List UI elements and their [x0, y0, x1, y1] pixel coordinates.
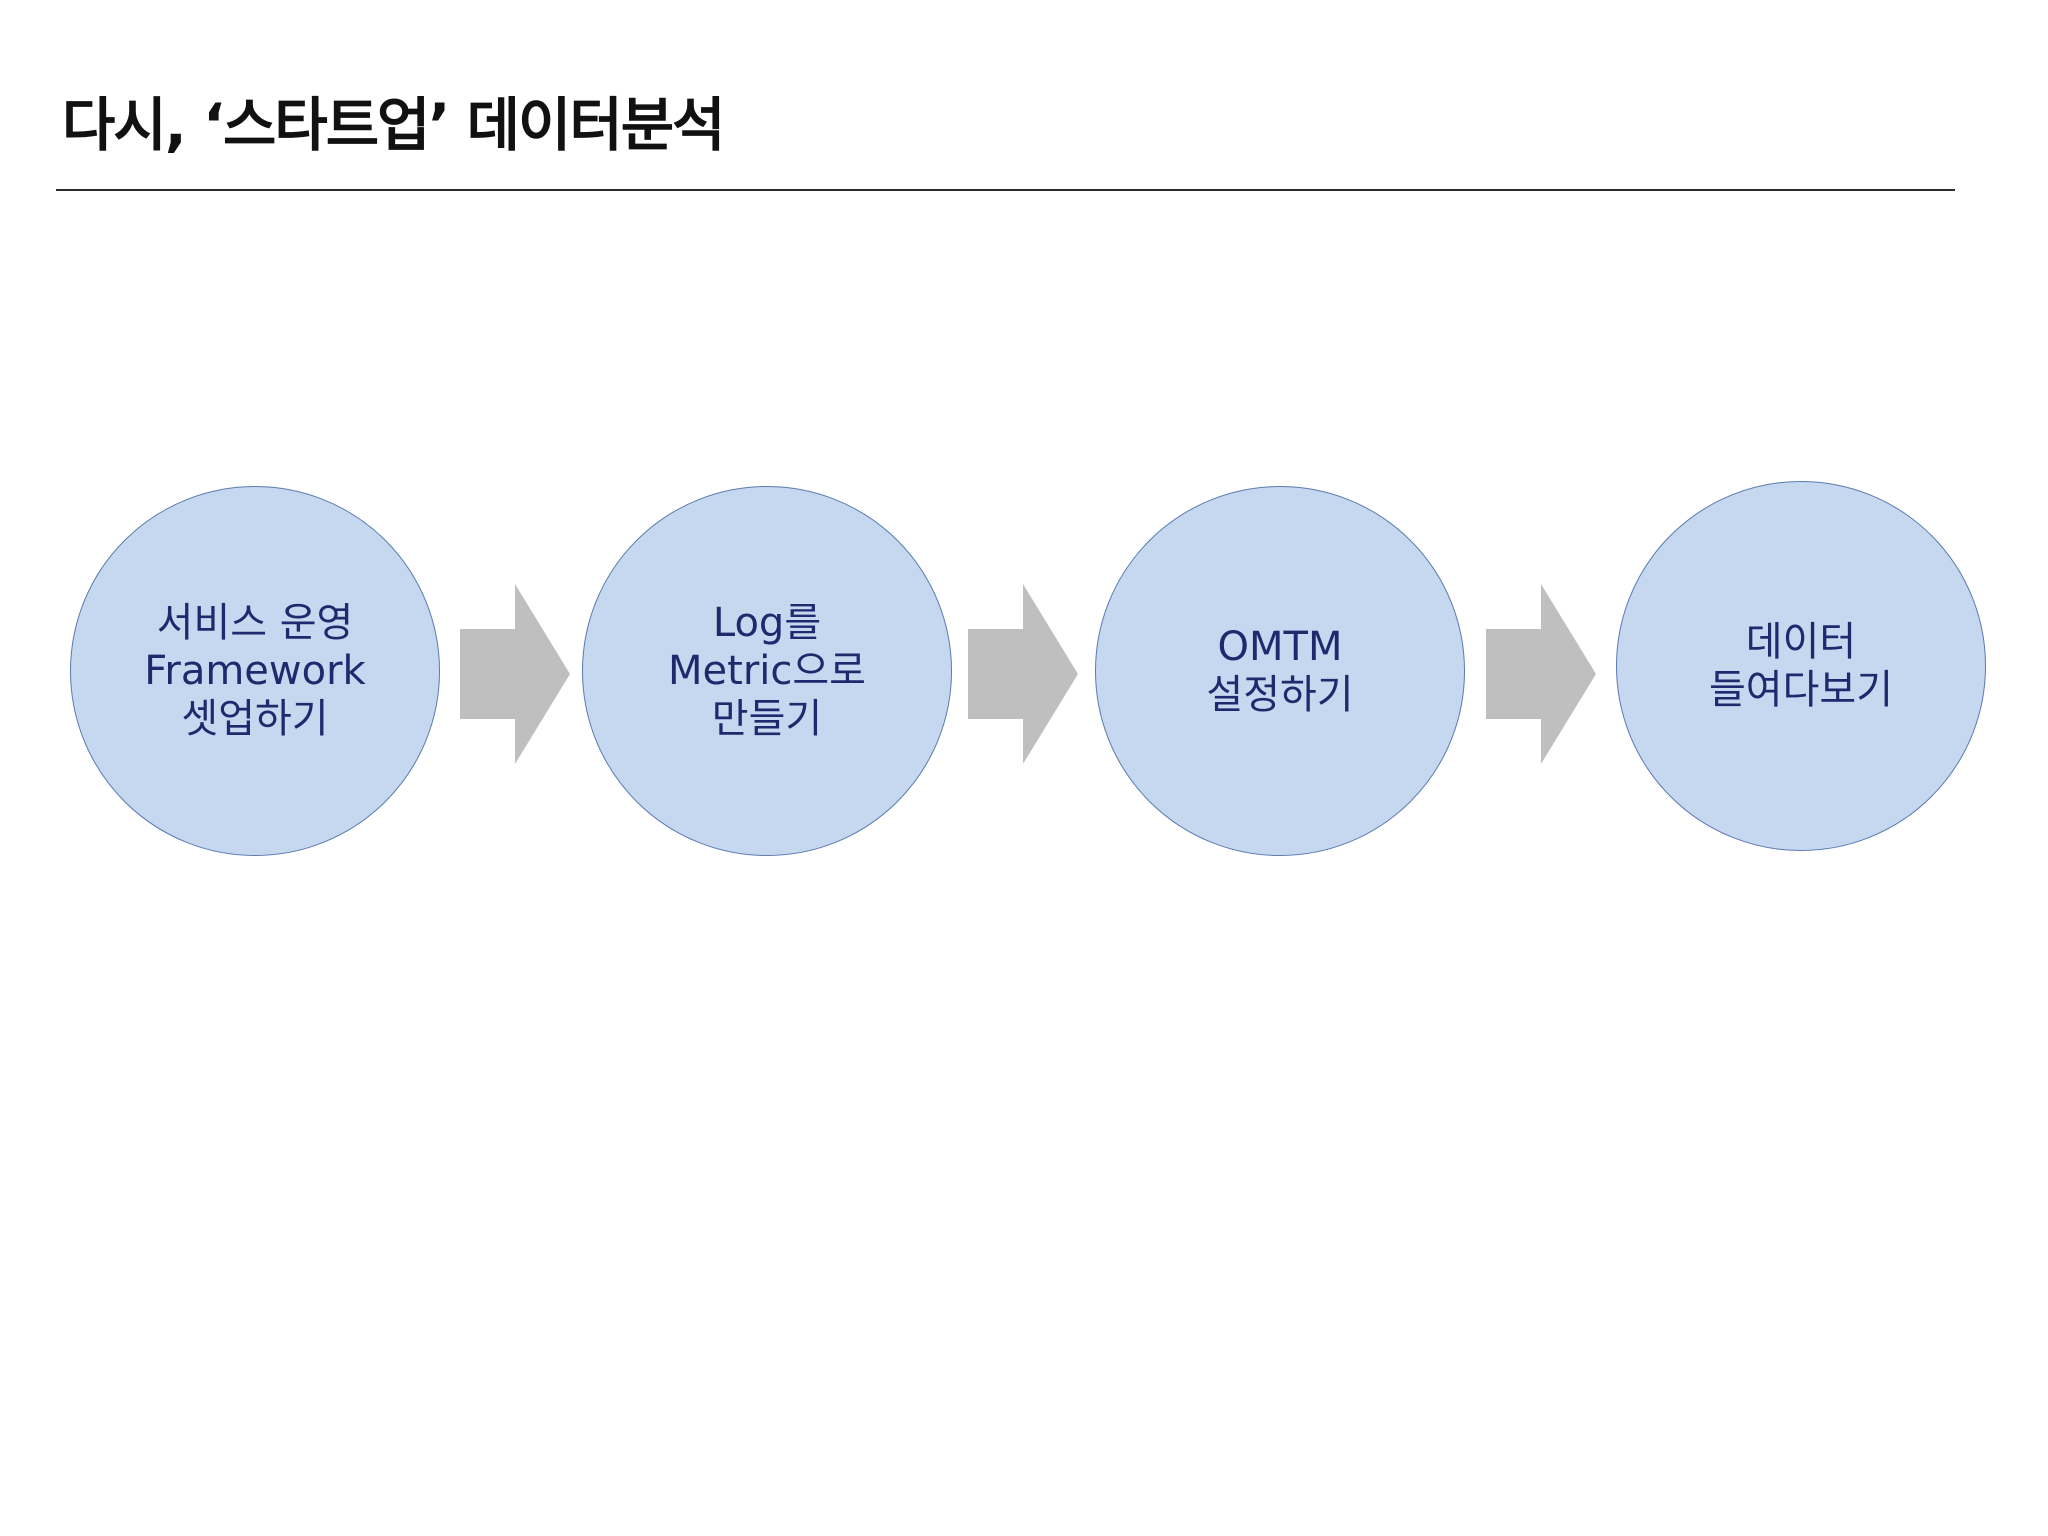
flow-arrow-1	[460, 584, 570, 764]
arrow-1-shape	[460, 584, 570, 764]
step-circle-1: 서비스 운영 Framework 셋업하기	[70, 486, 440, 856]
step-2-line-3: 만들기	[711, 696, 823, 742]
step-4-line-1: 데이터	[1745, 619, 1857, 665]
flow-arrow-3	[1486, 584, 1596, 764]
title-divider	[56, 189, 1955, 191]
step-circle-3: OMTM 설정하기	[1095, 486, 1465, 856]
step-3-line-2: 설정하기	[1206, 672, 1354, 718]
step-1-line-2: Framework	[144, 648, 366, 694]
arrow-2-shape	[968, 584, 1078, 764]
step-1-line-1: 서비스 운영	[156, 600, 354, 646]
step-1-line-3: 셋업하기	[181, 696, 329, 742]
arrow-3-shape	[1486, 584, 1596, 764]
step-3-line-1: OMTM	[1217, 624, 1343, 670]
step-circle-2: Log를 Metric으로 만들기	[582, 486, 952, 856]
step-circle-4: 데이터 들여다보기	[1616, 481, 1986, 851]
slide-title: 다시, ‘스타트업’ 데이터분석	[62, 91, 725, 159]
flow-arrow-2	[968, 584, 1078, 764]
step-2-line-2: Metric으로	[668, 648, 866, 694]
step-2-line-1: Log를	[712, 600, 822, 646]
step-4-line-2: 들여다보기	[1709, 667, 1893, 713]
